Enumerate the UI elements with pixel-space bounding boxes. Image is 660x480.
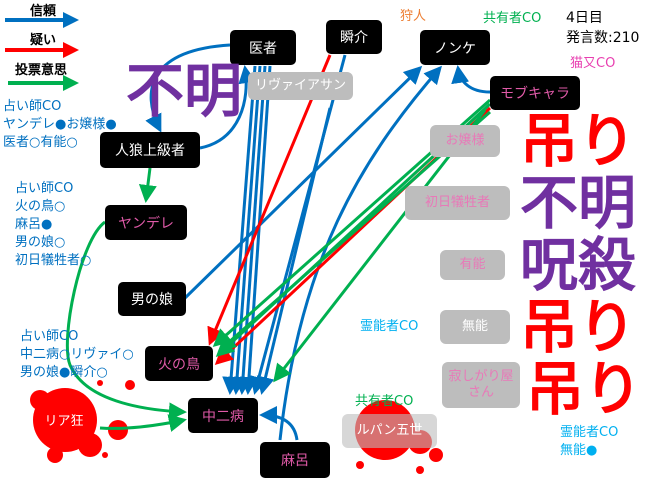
- blood-splat-riakyou: [30, 380, 135, 463]
- seer-note-line: 火の鳥○: [15, 199, 66, 214]
- legend-doubt-label: 疑い: [30, 33, 57, 48]
- dead-ojousama[interactable]: お嬢様: [430, 125, 500, 157]
- dead-sabishigari[interactable]: 寂しがり屋さん: [442, 362, 520, 408]
- legend-vote-label: 投票意思: [15, 63, 68, 78]
- status-block: 4日目 発言数:210: [566, 8, 639, 48]
- node-shunsuke[interactable]: 瞬介: [326, 20, 382, 54]
- seer-note-line: ヤンデレ●お嬢様●: [3, 117, 117, 132]
- seer-note-line: 麻呂●: [15, 217, 53, 232]
- dead-lupin[interactable]: ルパン五世: [342, 414, 437, 448]
- seer-note-line: 占い師CO: [3, 99, 62, 114]
- seer-note-line: 占い師CO: [15, 181, 74, 196]
- role-reinou-munou: 霊能者CO: [360, 319, 419, 334]
- role-reinou-sabishigari: 霊能者CO 無能●: [560, 424, 618, 460]
- node-maro[interactable]: 麻呂: [260, 442, 330, 478]
- seer-note-1: 占い師CO ヤンデレ●お嬢様● 医者○有能○: [3, 98, 117, 152]
- reinou-result: 無能●: [560, 443, 598, 458]
- node-otokonoko[interactable]: 男の娘: [118, 282, 186, 316]
- seer-note-line: 中二病○リヴァイ○: [20, 347, 134, 362]
- dead-leviathan[interactable]: リヴァイアサン: [248, 72, 353, 100]
- role-nekomata: 猫又CO: [570, 56, 616, 71]
- node-isha[interactable]: 医者: [230, 30, 296, 65]
- seer-note-line: 医者○有能○: [3, 135, 78, 150]
- seer-note-line: 男の娘●瞬介○: [20, 365, 108, 380]
- seer-note-line: 占い師CO: [20, 329, 79, 344]
- result-munou: 吊り: [520, 293, 637, 361]
- result-leviathan: 不明: [126, 57, 243, 125]
- day-label: 4日目: [566, 10, 603, 26]
- seer-note-2: 占い師CO 火の鳥○ 麻呂● 男の娘○ 初日犠牲者○: [15, 180, 91, 270]
- node-chuunibyou[interactable]: 中二病: [188, 398, 258, 433]
- node-jinrou[interactable]: 人狼上級者: [100, 132, 200, 168]
- result-ojousama: 吊り: [520, 107, 637, 175]
- legend-trust-label: 信頼: [30, 4, 57, 19]
- seer-note-3: 占い師CO 中二病○リヴァイ○ 男の娘●瞬介○: [20, 328, 134, 382]
- role-kyouyuu-lupin: 共有者CO: [355, 394, 414, 409]
- dead-riakyou[interactable]: リア狂: [44, 414, 84, 430]
- dead-munou[interactable]: 無能: [440, 310, 510, 344]
- role-kyouyuu-nonke: 共有者CO: [483, 11, 542, 26]
- result-yuunou: 呪殺: [520, 231, 637, 299]
- reinou-co-label: 霊能者CO: [560, 425, 619, 440]
- role-hunter: 狩人: [400, 9, 427, 24]
- node-mobchara[interactable]: モブキャラ: [490, 76, 580, 110]
- node-nonke[interactable]: ノンケ: [420, 30, 490, 65]
- result-shonichi: 不明: [520, 169, 637, 237]
- seer-note-line: 初日犠牲者○: [15, 253, 92, 268]
- dead-shonichi[interactable]: 初日犠牲者: [405, 186, 510, 220]
- dead-yuunou[interactable]: 有能: [440, 250, 505, 280]
- seer-note-line: 男の娘○: [15, 235, 66, 250]
- node-yandere[interactable]: ヤンデレ: [105, 205, 187, 240]
- post-count: 発言数:210: [566, 30, 640, 46]
- result-sabishigari: 吊り: [526, 355, 643, 423]
- node-hinotori[interactable]: 火の鳥: [145, 346, 213, 381]
